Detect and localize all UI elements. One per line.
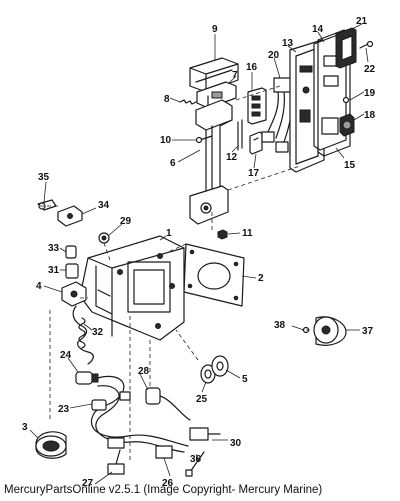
callout-6: 6 bbox=[170, 158, 176, 169]
part-1-main-housing bbox=[79, 235, 185, 341]
callout-12: 12 bbox=[226, 152, 238, 163]
callout-20: 20 bbox=[268, 50, 280, 61]
part-35-lanyard-clip bbox=[37, 199, 57, 211]
callout-18: 18 bbox=[364, 110, 376, 121]
part-12-lever bbox=[237, 119, 243, 151]
callout-15: 15 bbox=[344, 160, 356, 171]
part-25-bushing bbox=[200, 364, 216, 384]
callout-labels: 1 2 3 4 5 6 7 8 9 10 11 12 13 14 15 16 1… bbox=[22, 16, 376, 489]
part-4-switch-housing bbox=[61, 281, 87, 307]
part-6-control-arm bbox=[189, 99, 233, 225]
callout-36: 36 bbox=[190, 454, 202, 465]
callout-1: 1 bbox=[166, 228, 172, 239]
callout-34: 34 bbox=[98, 200, 110, 211]
callout-19: 19 bbox=[364, 88, 376, 99]
callout-23: 23 bbox=[58, 404, 70, 415]
callout-29: 29 bbox=[120, 216, 132, 227]
callout-22: 22 bbox=[364, 64, 376, 75]
callout-24: 24 bbox=[60, 350, 72, 361]
part-26-connector-block bbox=[155, 427, 221, 459]
callout-25: 25 bbox=[196, 394, 208, 405]
callout-11: 11 bbox=[242, 228, 253, 239]
assembly-lines bbox=[40, 85, 310, 460]
copyright-footer: MercuryPartsOnline v2.5.1 (Image Copyrig… bbox=[4, 484, 323, 496]
callout-4: 4 bbox=[36, 281, 42, 292]
part-17-switch bbox=[249, 131, 263, 155]
part-33-cap bbox=[65, 245, 77, 259]
part-29-grommet bbox=[98, 232, 110, 244]
callout-37: 37 bbox=[362, 326, 374, 337]
leader-lines bbox=[29, 23, 369, 485]
callout-26: 26 bbox=[162, 478, 174, 489]
part-28-connector bbox=[145, 387, 191, 421]
callout-38: 38 bbox=[274, 320, 286, 331]
part-10-screw bbox=[195, 135, 213, 144]
part-36-cable-tie bbox=[185, 451, 205, 477]
callout-10: 10 bbox=[160, 135, 172, 146]
part-31-cap bbox=[65, 263, 79, 279]
callout-31: 31 bbox=[48, 265, 60, 276]
part-2-mounting-plate bbox=[183, 243, 245, 307]
callout-17: 17 bbox=[248, 168, 260, 179]
part-15-gasket bbox=[317, 29, 351, 157]
part-3-grommet-ring bbox=[35, 431, 67, 459]
callout-14: 14 bbox=[312, 24, 324, 35]
part-23-wiring-harness bbox=[90, 375, 189, 453]
part-16-switch-block bbox=[247, 87, 267, 125]
part-8-spring-pin bbox=[179, 99, 197, 105]
part-21-push-button bbox=[335, 27, 357, 69]
callout-2: 2 bbox=[258, 273, 264, 284]
callout-13: 13 bbox=[282, 38, 294, 49]
callout-16: 16 bbox=[246, 62, 258, 73]
callout-28: 28 bbox=[138, 366, 150, 377]
part-27-terminal bbox=[107, 449, 125, 475]
callout-35: 35 bbox=[38, 172, 50, 183]
part-37-trim-knob bbox=[313, 316, 347, 346]
part-18-knob bbox=[339, 113, 355, 137]
callout-33: 33 bbox=[48, 243, 60, 254]
part-24-plug-connector bbox=[75, 371, 99, 385]
callout-7: 7 bbox=[232, 70, 238, 81]
callout-21: 21 bbox=[356, 16, 368, 27]
callout-3: 3 bbox=[22, 422, 28, 433]
part-19-washer bbox=[342, 96, 350, 104]
callout-9: 9 bbox=[212, 24, 218, 35]
part-22-screw bbox=[359, 40, 374, 49]
callout-27: 27 bbox=[82, 478, 94, 489]
part-5-nut bbox=[211, 355, 229, 377]
part-32-coiled-cord bbox=[72, 305, 94, 365]
callout-5: 5 bbox=[242, 374, 248, 385]
callout-8: 8 bbox=[164, 94, 170, 105]
callout-30: 30 bbox=[230, 438, 242, 449]
part-11-nut bbox=[217, 229, 228, 240]
part-34-key bbox=[57, 205, 83, 227]
callout-32: 32 bbox=[92, 327, 104, 338]
